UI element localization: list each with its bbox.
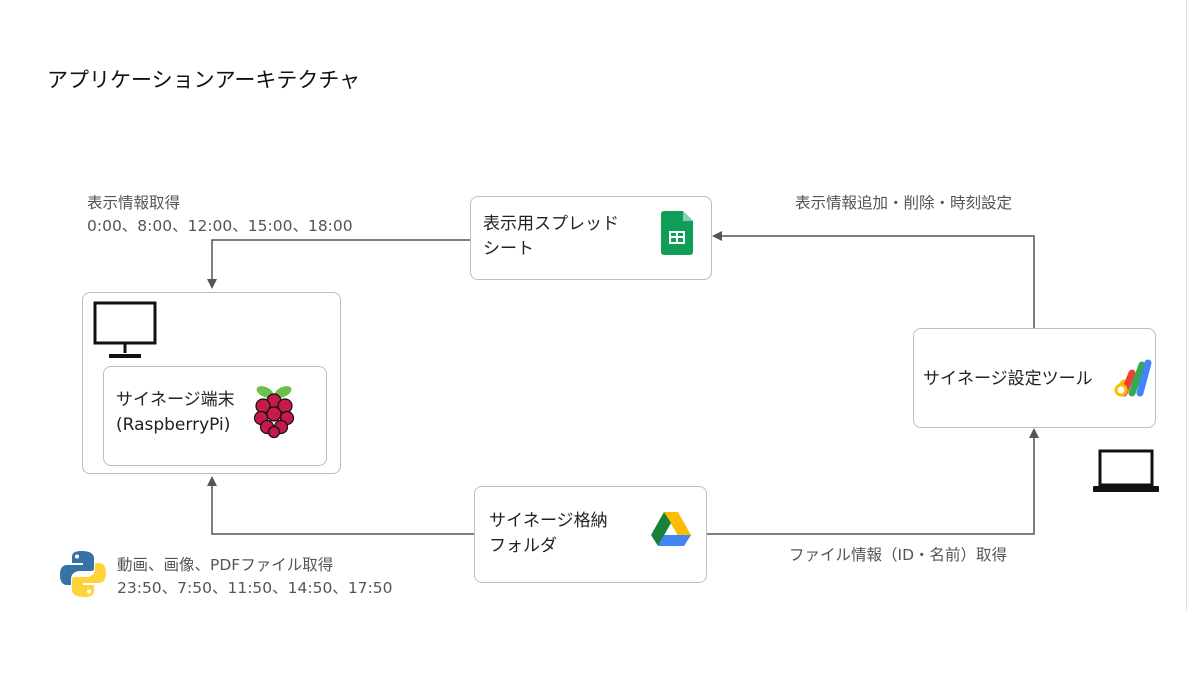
spreadsheet-label: 表示用スプレッド シート [483, 214, 619, 259]
google-sheets-icon [661, 211, 693, 255]
edge-note-folder-to-device-line2: 23:50、7:50、11:50、14:50、17:50 [117, 579, 393, 597]
device-node: サイネージ端末 (RaspberryPi) [103, 366, 327, 466]
apps-script-icon [1114, 359, 1152, 397]
edge-note-sheet-to-device-line2: 0:00、8:00、12:00、15:00、18:00 [87, 217, 353, 235]
edge-tool-to-sheet [712, 231, 1035, 328]
edge-note-folder-to-device-line1: 動画、画像、PDFファイル取得 [117, 556, 334, 574]
monitor-icon [93, 301, 157, 358]
page-edge [1186, 0, 1187, 610]
google-drive-icon [651, 512, 691, 546]
edge-note-tool-to-sheet: 表示情報追加・削除・時刻設定 [795, 194, 1013, 212]
folder-node: サイネージ格納 フォルダ [474, 486, 707, 583]
edge-sheet-to-device [207, 239, 470, 289]
raspberry-pi-icon [253, 386, 295, 439]
page-title: アプリケーションアーキテクチャ [47, 68, 361, 92]
device-label: サイネージ端末 (RaspberryPi) [116, 390, 235, 435]
python-icon [60, 551, 106, 597]
settings-tool-label: サイネージ設定ツール [923, 369, 1093, 389]
settings-tool-node: サイネージ設定ツール [913, 328, 1156, 428]
edge-note-folder-to-tool: ファイル情報（ID・名前）取得 [789, 546, 1008, 564]
edge-note-sheet-to-device-line1: 表示情報取得 [87, 194, 181, 212]
edge-folder-to-device [207, 476, 474, 535]
spreadsheet-node: 表示用スプレッド シート [470, 196, 712, 280]
laptop-icon [1093, 449, 1159, 492]
edge-folder-to-tool [707, 428, 1039, 535]
device-outer-node: サイネージ端末 (RaspberryPi) [82, 292, 341, 474]
folder-label: サイネージ格納 フォルダ [489, 511, 608, 556]
